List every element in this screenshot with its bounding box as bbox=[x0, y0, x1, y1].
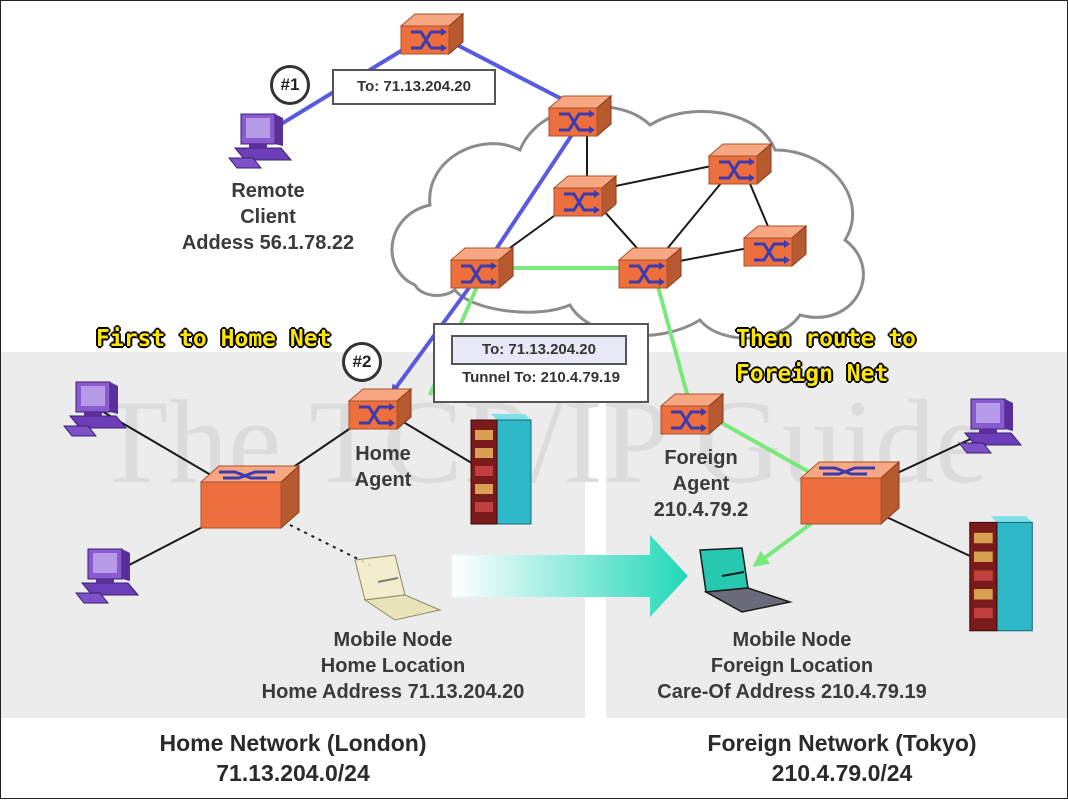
router-icon bbox=[552, 174, 618, 218]
mobile-home-dotted-link bbox=[289, 524, 371, 566]
mobility-arrow bbox=[452, 535, 688, 617]
mobile-node-home-label: Mobile Node Home Location Home Address 7… bbox=[261, 629, 525, 703]
packet-2-tunnel-header: Tunnel To: 210.4.79.19 bbox=[462, 369, 620, 386]
home-server-icon bbox=[470, 413, 532, 525]
home-network-label: Home Network (London) 71.13.204.0/24 bbox=[159, 730, 427, 786]
home-agent-label: Home Agent bbox=[354, 443, 412, 491]
foreign-agent-label: Foreign Agent 210.4.79.2 bbox=[653, 447, 749, 521]
home-switch-icon bbox=[199, 464, 301, 530]
router-icon bbox=[742, 224, 808, 268]
home-agent-router-icon bbox=[347, 387, 413, 431]
packet-2-inner-header: To: 71.13.204.20 bbox=[451, 335, 627, 365]
callout-home-net: First to Home Net bbox=[96, 326, 332, 352]
internet-cloud bbox=[390, 105, 865, 340]
callout-foreign-net: Then route to Foreign Net bbox=[736, 326, 917, 387]
router-icon bbox=[707, 142, 773, 186]
router-icon bbox=[449, 246, 515, 290]
router-icon bbox=[617, 246, 683, 290]
remote-client-computer-icon bbox=[228, 113, 292, 169]
step-1-badge: #1 bbox=[270, 65, 310, 105]
mobile-node-foreign-laptop-icon bbox=[699, 547, 793, 613]
router-icon bbox=[547, 94, 613, 138]
mobile-node-home-laptop-icon bbox=[354, 554, 442, 621]
remote-client-label: Remote Client Addess 56.1.78.22 bbox=[181, 180, 355, 254]
foreign-switch-icon bbox=[799, 460, 901, 526]
packet-1-label: To: 71.13.204.20 bbox=[332, 69, 496, 105]
foreign-agent-router-icon bbox=[659, 392, 725, 436]
router-icon bbox=[399, 12, 465, 56]
foreign-network-label: Foreign Network (Tokyo) 210.4.79.0/24 bbox=[707, 730, 977, 786]
packet-2-box: To: 71.13.204.20 Tunnel To: 210.4.79.19 bbox=[433, 323, 649, 403]
step-2-badge: #2 bbox=[342, 342, 382, 382]
foreign-server-icon bbox=[969, 515, 1033, 632]
mobile-node-foreign-label: Mobile Node Foreign Location Care-Of Add… bbox=[657, 629, 927, 703]
